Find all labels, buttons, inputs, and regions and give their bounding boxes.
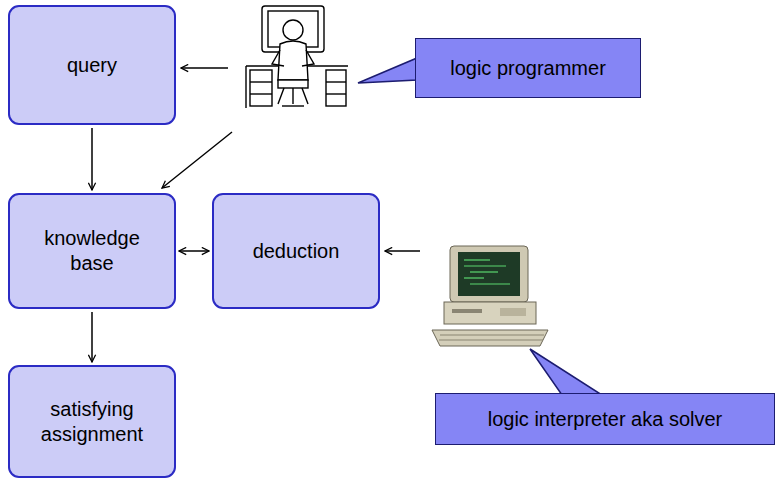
deduction-box: deduction xyxy=(212,193,380,309)
callout-pointer xyxy=(530,349,602,395)
node-text: query xyxy=(67,53,117,78)
result-box: satisfying assignment xyxy=(8,365,176,478)
node-text: deduction xyxy=(253,239,340,264)
arrow xyxy=(162,132,232,188)
connector-arrow xyxy=(91,128,93,190)
query-box: query xyxy=(8,5,176,125)
node-text: satisfying assignment xyxy=(32,397,152,447)
programmer-sketch xyxy=(246,6,348,108)
computer-picture xyxy=(432,246,548,346)
callout-label: logic interpreter aka solver xyxy=(435,393,775,445)
node-text: knowledge base xyxy=(32,226,152,276)
arrow xyxy=(181,67,228,69)
callout-label: logic programmer xyxy=(415,38,641,98)
connector-arrow xyxy=(91,312,93,362)
callout-pointer xyxy=(358,58,417,83)
node-text: logic programmer xyxy=(450,56,606,81)
arrow xyxy=(385,250,420,252)
connector-arrow xyxy=(179,250,209,252)
knowledge-box: knowledge base xyxy=(8,193,176,309)
node-text: logic interpreter aka solver xyxy=(488,407,723,432)
